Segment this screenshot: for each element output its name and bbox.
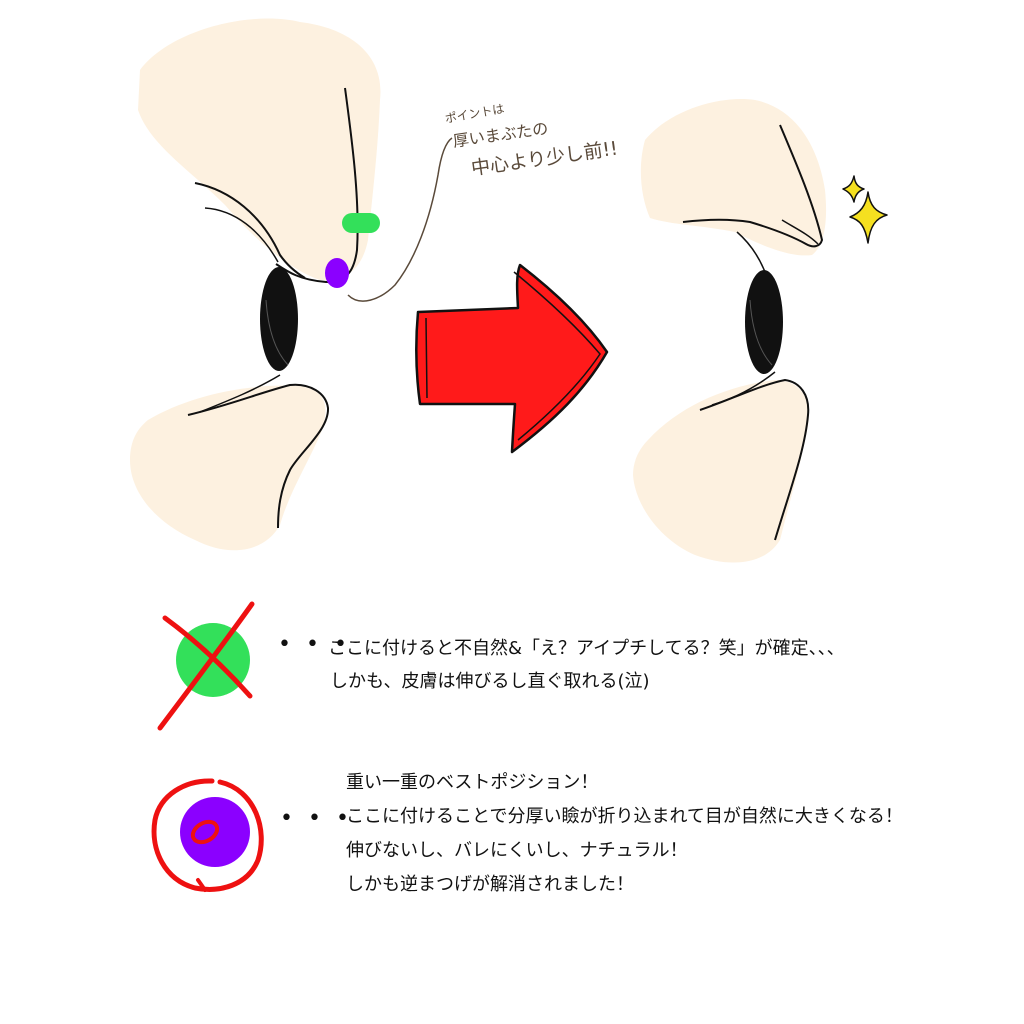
lower-eyelid-skin-right — [633, 380, 809, 563]
good-point-ellipsis: • • • — [280, 806, 353, 831]
good-point-marker — [151, 778, 264, 892]
arrow-shape — [415, 263, 609, 454]
green-dot-marker — [342, 213, 380, 233]
good-point-text-line-4: しかも逆まつげが解消されました！ — [346, 874, 634, 895]
bad-point-marker — [157, 601, 255, 731]
sparkle-small-icon — [842, 175, 865, 203]
bad-point-text-line-2: しかも、皮膚は伸びるし直ぐ取れる(泣) — [330, 671, 650, 692]
good-point-text-line-1: 重い一重のベストポジション！ — [346, 772, 599, 793]
lower-eyelid-skin-left — [130, 385, 326, 551]
pupil-right-edge — [749, 299, 773, 366]
lower-lashline-right — [711, 371, 776, 406]
upper-eyelid-outline-left — [275, 87, 359, 284]
upper-eyelid-skin-right — [640, 99, 827, 256]
red-circle-tail — [196, 878, 207, 892]
pupil-left — [260, 267, 298, 371]
upper-crease-left — [194, 182, 306, 279]
bad-point-ellipsis: • • • — [278, 632, 351, 657]
upper-eyelid-fold-right — [781, 219, 819, 245]
sparkle-large-icon — [849, 191, 888, 244]
arrow-shadow-stroke — [425, 271, 601, 441]
good-point-text-line-2: ここに付けることで分厚い瞼が折り込まれて目が自然に大きくなる！ — [346, 806, 903, 827]
upper-eyelid-skin-left — [138, 18, 381, 281]
transition-arrow — [415, 263, 609, 454]
purple-dot-marker — [325, 258, 349, 288]
after-eye-drawing — [633, 99, 888, 563]
upper-eyelid-outline-right — [682, 124, 824, 248]
lower-eyelid-outline-left — [187, 383, 330, 529]
red-outer-circle-icon — [151, 778, 264, 892]
before-eye-drawing — [130, 18, 453, 551]
red-inner-circle-icon — [190, 819, 220, 845]
bad-point-text-line-1: ここに付けると不自然&「え？アイプチしてる？笑」が確定、、、 — [328, 638, 845, 659]
pupil-right — [745, 270, 783, 374]
good-point-text-line-3: 伸びないし、バレにくいし、ナチュラル！ — [346, 840, 688, 861]
lower-eyelid-outline-right — [699, 378, 810, 541]
upper-crease2-left — [204, 207, 279, 263]
red-x-mark-icon — [157, 601, 255, 731]
lower-lashline-left — [199, 374, 281, 413]
pupil-left-edge — [265, 299, 289, 366]
callout-line — [347, 137, 453, 302]
